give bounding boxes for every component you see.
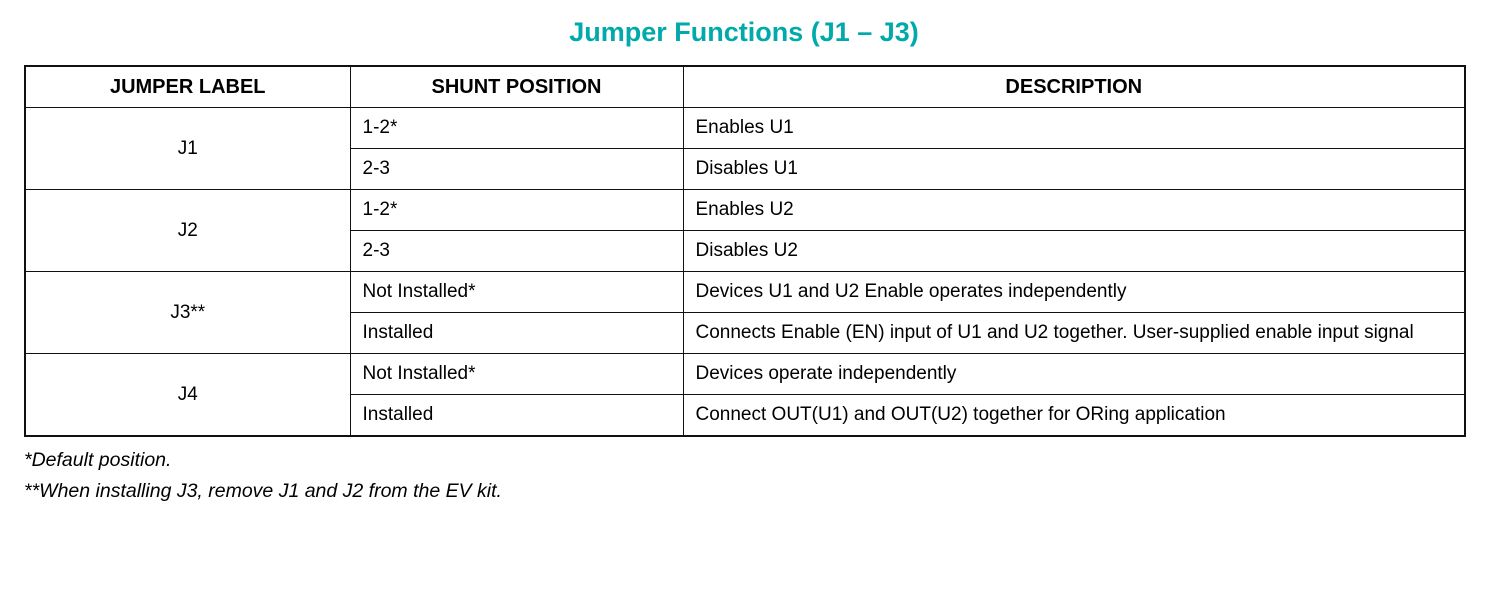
description-cell: Connects Enable (EN) input of U1 and U2 … xyxy=(682,312,1466,354)
jumper-label-cell: J3** xyxy=(24,271,351,354)
jumper-label-cell: J2 xyxy=(24,189,351,272)
footnotes: *Default position. **When installing J3,… xyxy=(24,445,1464,507)
description-cell: Devices operate independently xyxy=(682,353,1466,395)
shunt-position-cell: Installed xyxy=(349,312,684,354)
description-cell: Devices U1 and U2 Enable operates indepe… xyxy=(682,271,1466,313)
description-cell: Disables U1 xyxy=(682,148,1466,190)
page-title: Jumper Functions (J1 – J3) xyxy=(569,17,919,47)
description-cell: Enables U2 xyxy=(682,189,1466,231)
description-cell: Enables U1 xyxy=(682,107,1466,149)
jumper-label-cell: J4 xyxy=(24,353,351,437)
shunt-position-cell: Not Installed* xyxy=(349,353,684,395)
shunt-position-cell: 2-3 xyxy=(349,148,684,190)
jumper-label-cell: J1 xyxy=(24,107,351,190)
description-cell: Disables U2 xyxy=(682,230,1466,272)
footnote-j3-install: **When installing J3, remove J1 and J2 f… xyxy=(24,480,502,502)
header-jumper-label: JUMPER LABEL xyxy=(24,65,351,108)
footnote-default-position: *Default position. xyxy=(24,449,172,471)
jumper-functions-table: JUMPER LABEL SHUNT POSITION DESCRIPTION … xyxy=(24,65,1466,437)
shunt-position-cell: Not Installed* xyxy=(349,271,684,313)
header-shunt-position: SHUNT POSITION xyxy=(349,65,684,108)
description-cell: Connect OUT(U1) and OUT(U2) together for… xyxy=(682,394,1466,437)
header-description: DESCRIPTION xyxy=(682,65,1466,108)
header-row: JUMPER LABEL SHUNT POSITION DESCRIPTION xyxy=(24,65,1466,108)
shunt-position-cell: 1-2* xyxy=(349,107,684,149)
document-page: Jumper Functions (J1 – J3) JUMPER LABEL … xyxy=(0,17,1488,507)
shunt-position-cell: 2-3 xyxy=(349,230,684,272)
shunt-position-cell: 1-2* xyxy=(349,189,684,231)
shunt-position-cell: Installed xyxy=(349,394,684,437)
table-row: J3**Not Installed*Devices U1 and U2 Enab… xyxy=(24,271,1466,354)
